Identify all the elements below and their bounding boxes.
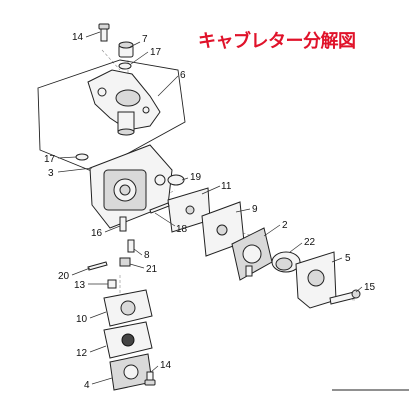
label-15: 15 — [364, 282, 376, 293]
label-17-top: 17 — [150, 47, 162, 58]
label-12: 12 — [76, 348, 88, 359]
screw-14-top — [98, 23, 110, 42]
label-19: 19 — [190, 172, 202, 183]
assembly-frame — [37, 59, 186, 173]
label-5: 5 — [345, 253, 351, 264]
screw-15 — [329, 289, 361, 305]
cover-4 — [109, 353, 153, 391]
label-4: 4 — [84, 380, 90, 391]
o-ring-17-top — [118, 62, 132, 70]
label-20: 20 — [58, 271, 70, 282]
gasket-10 — [103, 289, 153, 327]
part-21 — [119, 257, 131, 267]
label-11: 11 — [221, 181, 232, 192]
label-13: 13 — [74, 280, 86, 291]
knob-7 — [118, 41, 134, 58]
throttle-bracket-6 — [87, 69, 161, 136]
label-16: 16 — [91, 228, 103, 239]
label-9: 9 — [252, 204, 258, 215]
pin-20 — [87, 261, 108, 271]
label-22: 22 — [304, 237, 316, 248]
carburetor-body — [89, 144, 173, 229]
label-8: 8 — [144, 250, 150, 261]
diaphragm-22 — [271, 251, 301, 273]
part-number-labels: 14 7 17 6 17 3 19 11 18 9 16 2 8 22 5 20… — [44, 32, 376, 391]
page-title: キャブレター分解図 — [198, 31, 356, 52]
label-17-lower: 17 — [44, 154, 56, 165]
diaphragm-12 — [103, 321, 153, 359]
cover-2 — [231, 227, 273, 281]
label-6: 6 — [180, 70, 186, 81]
needle-8 — [127, 239, 135, 253]
spring-16 — [119, 216, 127, 232]
screw-13 — [107, 279, 117, 289]
label-18: 18 — [176, 224, 188, 235]
label-14-top: 14 — [72, 32, 84, 43]
label-7: 7 — [142, 34, 148, 45]
screw-14-bottom — [144, 371, 156, 386]
label-2: 2 — [282, 220, 288, 231]
o-ring-17-lower — [75, 153, 89, 161]
label-21: 21 — [146, 264, 158, 275]
pin-18 — [149, 202, 170, 214]
label-10: 10 — [76, 314, 88, 325]
label-14-bottom: 14 — [160, 360, 172, 371]
gasket-19 — [167, 174, 185, 186]
label-3: 3 — [48, 168, 54, 179]
leader-lines — [57, 31, 363, 385]
